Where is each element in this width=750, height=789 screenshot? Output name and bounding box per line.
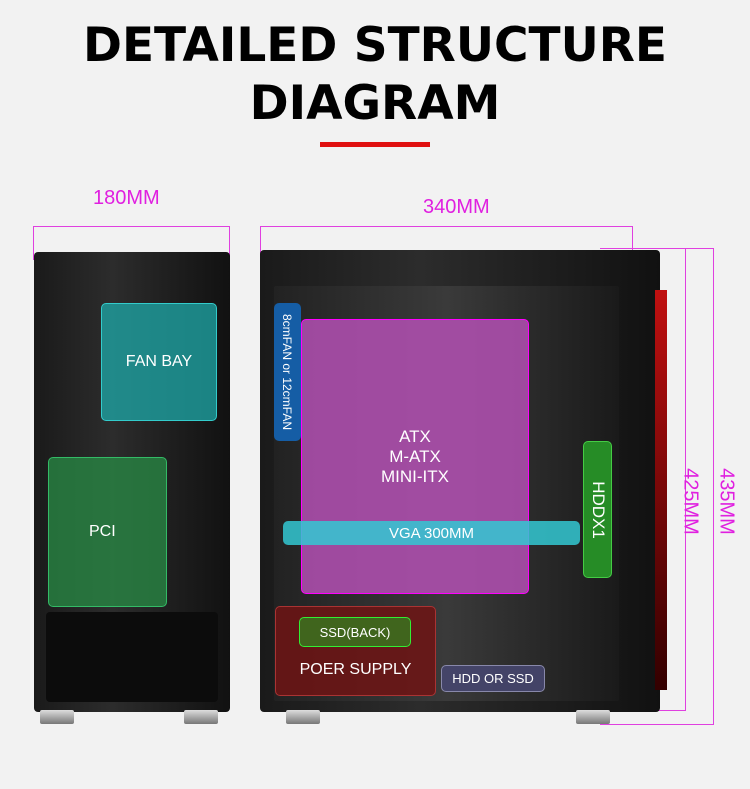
length-dimension-line bbox=[260, 226, 633, 227]
height-inner-label: 425MM bbox=[679, 468, 702, 535]
hdd-label: HDDX1 bbox=[588, 480, 608, 539]
case-foot bbox=[184, 710, 218, 724]
dimension-tick bbox=[632, 226, 633, 266]
dimension-tick bbox=[33, 226, 34, 260]
pci-label: PCI bbox=[89, 523, 116, 540]
hdd-ssd-overlay: HDD OR SSD bbox=[441, 665, 545, 692]
matx-label: M-ATX bbox=[389, 446, 441, 466]
title-underline bbox=[320, 142, 430, 147]
red-front-panel bbox=[655, 290, 667, 690]
fan-bay-overlay: FAN BAY bbox=[101, 303, 217, 421]
title-line-2: DIAGRAM bbox=[249, 76, 501, 131]
hdd-ssd-label: HDD OR SSD bbox=[452, 671, 534, 686]
dimension-tick bbox=[686, 248, 714, 249]
length-dimension-label: 340MM bbox=[423, 196, 490, 218]
vga-label: VGA 300MM bbox=[388, 524, 475, 542]
dimension-tick bbox=[600, 724, 714, 725]
front-fan-label: 8cmFAN or 12cmFAN bbox=[280, 313, 295, 431]
height-inner-line bbox=[685, 248, 686, 710]
mini-itx-label: MINI-ITX bbox=[381, 466, 449, 486]
case-foot bbox=[576, 710, 610, 724]
hdd-overlay: HDDX1 bbox=[583, 441, 612, 578]
front-fan-overlay: 8cmFAN or 12cmFAN bbox=[274, 303, 301, 441]
case-foot bbox=[40, 710, 74, 724]
height-outer-line bbox=[713, 248, 714, 724]
width-dimension-line bbox=[33, 226, 230, 227]
ssd-back-label: SSD(BACK) bbox=[319, 624, 391, 640]
motherboard-overlay: ATX M-ATX MINI-ITX bbox=[301, 319, 529, 594]
psu-label: POER SUPPLY bbox=[299, 661, 412, 678]
vga-overlay: VGA 300MM bbox=[283, 521, 580, 545]
height-outer-label: 435MM bbox=[715, 468, 738, 535]
ssd-back-overlay: SSD(BACK) bbox=[299, 617, 411, 647]
dimension-tick bbox=[600, 248, 686, 249]
atx-label: ATX bbox=[399, 426, 431, 446]
dimension-tick bbox=[260, 226, 261, 266]
case-foot bbox=[286, 710, 320, 724]
fan-bay-label: FAN BAY bbox=[125, 353, 193, 370]
width-dimension-label: 180MM bbox=[93, 187, 160, 209]
pci-overlay: PCI bbox=[48, 457, 167, 607]
dimension-tick bbox=[229, 226, 230, 260]
psu-opening bbox=[46, 612, 218, 702]
title-line-1: DETAILED STRUCTURE bbox=[82, 18, 668, 73]
